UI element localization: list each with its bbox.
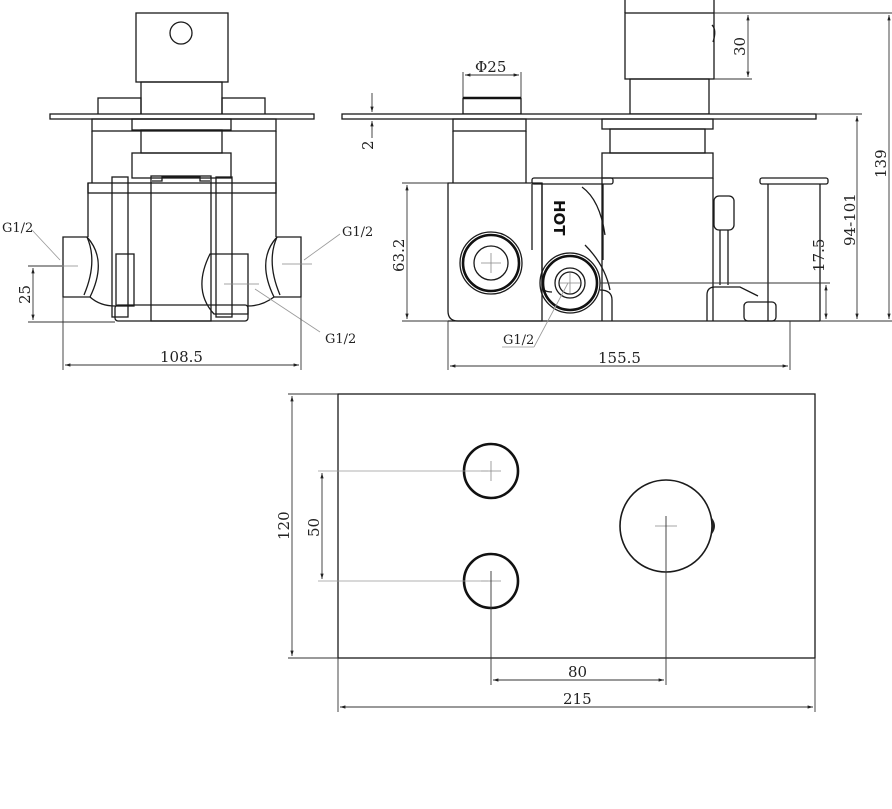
plate-view: 120 50 80 215: [275, 393, 816, 712]
dim-plate-width: 215: [563, 690, 592, 708]
cold-inlet-circle: [461, 233, 521, 293]
outlet-circle: [541, 254, 599, 312]
dim-overall-depth: 139: [872, 149, 890, 178]
side-view: G1/2 G1/2 G1/2 25 108.5: [2, 12, 373, 370]
faceplate: [337, 393, 816, 659]
label-inlet-right: G1/2: [342, 225, 373, 240]
front-view: HOT G1/2 Φ25: [341, 0, 892, 370]
dim-body-width: 155.5: [598, 349, 641, 367]
dim-wall-depth: 94-101: [841, 193, 859, 246]
dim-knob-diameter: Φ25: [475, 58, 506, 76]
diverter-knob: [462, 97, 522, 115]
faceplate-edge-front: [341, 113, 817, 120]
handle-block: [135, 12, 229, 83]
label-inlet-left: G1/2: [2, 221, 33, 236]
faceplate-edge: [49, 113, 315, 120]
dim-handle-length: 30: [731, 37, 749, 56]
hot-marking: HOT: [550, 200, 568, 236]
label-outlet-front: G1/2: [503, 333, 534, 348]
dim-horizontal-offset: 80: [568, 663, 587, 681]
dim-side-width: 108.5: [160, 348, 203, 366]
lever-handle: [624, 12, 715, 80]
dim-plate-thickness: 2: [359, 140, 377, 150]
label-outlet-bottom: G1/2: [325, 332, 356, 347]
dim-outlet-height: 17.5: [810, 239, 828, 272]
dim-inlet-height: 25: [16, 285, 34, 304]
dim-button-spacing: 50: [305, 518, 323, 537]
dim-plate-height: 120: [275, 511, 293, 540]
handle-hole-icon: [169, 21, 193, 45]
dim-body-height: 63.2: [390, 239, 408, 272]
